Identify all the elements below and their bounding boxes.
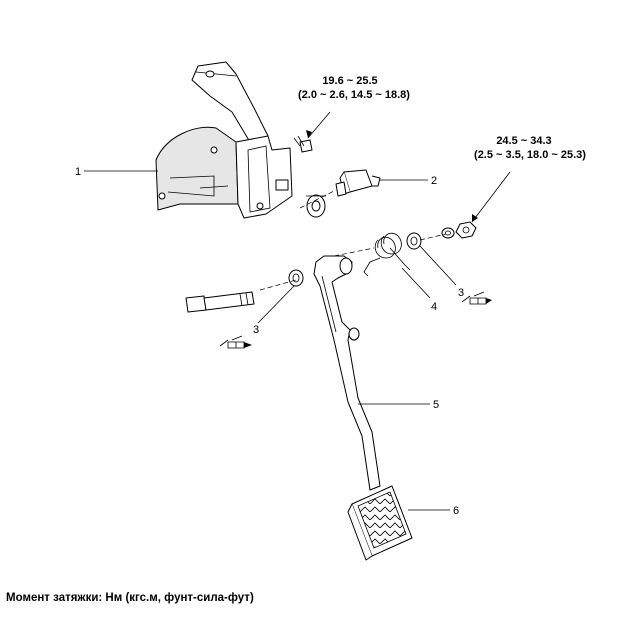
bushing-left — [288, 269, 304, 287]
grease-icon — [219, 335, 252, 349]
callout-3-left: 3 — [253, 324, 259, 336]
grease-icon — [461, 291, 492, 305]
torque-spec-bolt-line2: (2.0 ~ 2.6, 14.5 ~ 18.8) — [298, 89, 410, 101]
washer-right — [441, 227, 455, 239]
callout-1: 1 — [75, 166, 81, 178]
pedal-pad-part — [347, 485, 413, 561]
callout-4: 4 — [431, 301, 437, 313]
callout-6: 6 — [453, 505, 459, 517]
callout-2: 2 — [431, 175, 437, 187]
pivot-bolt — [185, 291, 255, 313]
return-spring-part — [363, 232, 411, 277]
pedal-arm-part — [313, 255, 381, 491]
bracket-part — [155, 61, 293, 219]
callout-5: 5 — [433, 399, 439, 411]
bushing-right — [406, 232, 422, 250]
torque-spec-bolt-line1: 19.6 ~ 25.5 — [322, 75, 377, 87]
mounting-bolt — [293, 135, 313, 153]
nut-right — [455, 221, 477, 239]
torque-spec-nut-line1: 24.5 ~ 34.3 — [496, 135, 551, 147]
torque-units-note: Момент затяжки: Нм (кгс.м, фунт-сила-фут… — [6, 592, 254, 604]
switch-clip — [306, 194, 326, 218]
torque-spec-nut-line2: (2.5 ~ 3.5, 18.0 ~ 25.3) — [474, 149, 586, 161]
callout-3-right: 3 — [458, 287, 464, 299]
stop-lamp-switch-part — [335, 169, 381, 197]
